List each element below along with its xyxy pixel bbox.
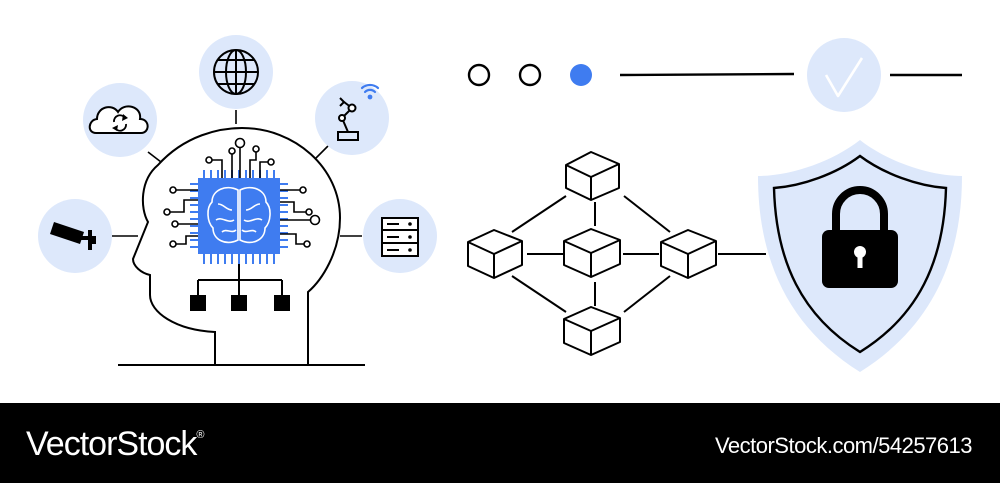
block-left bbox=[467, 229, 523, 279]
progress-stepper bbox=[467, 38, 962, 112]
check-icon bbox=[807, 38, 881, 112]
step-dot-2 bbox=[518, 63, 542, 87]
circuit-nodes bbox=[163, 137, 321, 248]
human-head-outline-icon bbox=[118, 126, 365, 366]
blockchain-cubes-icon bbox=[467, 151, 766, 356]
ai-brain-chip-icon bbox=[198, 178, 280, 254]
step-dot-1 bbox=[467, 63, 491, 87]
globe-icon bbox=[199, 35, 273, 109]
step-dot-3-active bbox=[570, 64, 592, 86]
cloud-sync-icon bbox=[83, 83, 157, 157]
block-top bbox=[565, 151, 620, 201]
security-camera-icon bbox=[38, 199, 112, 273]
circuit-traces bbox=[170, 146, 312, 245]
robot-arm-wifi-icon bbox=[315, 81, 389, 155]
registered-mark: ® bbox=[196, 429, 204, 441]
illustration-art bbox=[38, 35, 962, 372]
block-center bbox=[563, 228, 621, 278]
shield-padlock-icon bbox=[758, 140, 962, 372]
icon-connectors bbox=[112, 110, 362, 237]
server-rack-icon bbox=[363, 199, 437, 273]
footer-bar: VectorStock® VectorStock.com/54257613 bbox=[0, 403, 1000, 483]
brand-text: VectorStock bbox=[26, 425, 197, 463]
vectorstock-logo: VectorStock® bbox=[26, 425, 205, 464]
block-bottom bbox=[563, 306, 621, 356]
block-right bbox=[660, 229, 717, 279]
hierarchy-diagram bbox=[190, 264, 290, 311]
image-credit: VectorStock.com/54257613 bbox=[714, 433, 973, 458]
